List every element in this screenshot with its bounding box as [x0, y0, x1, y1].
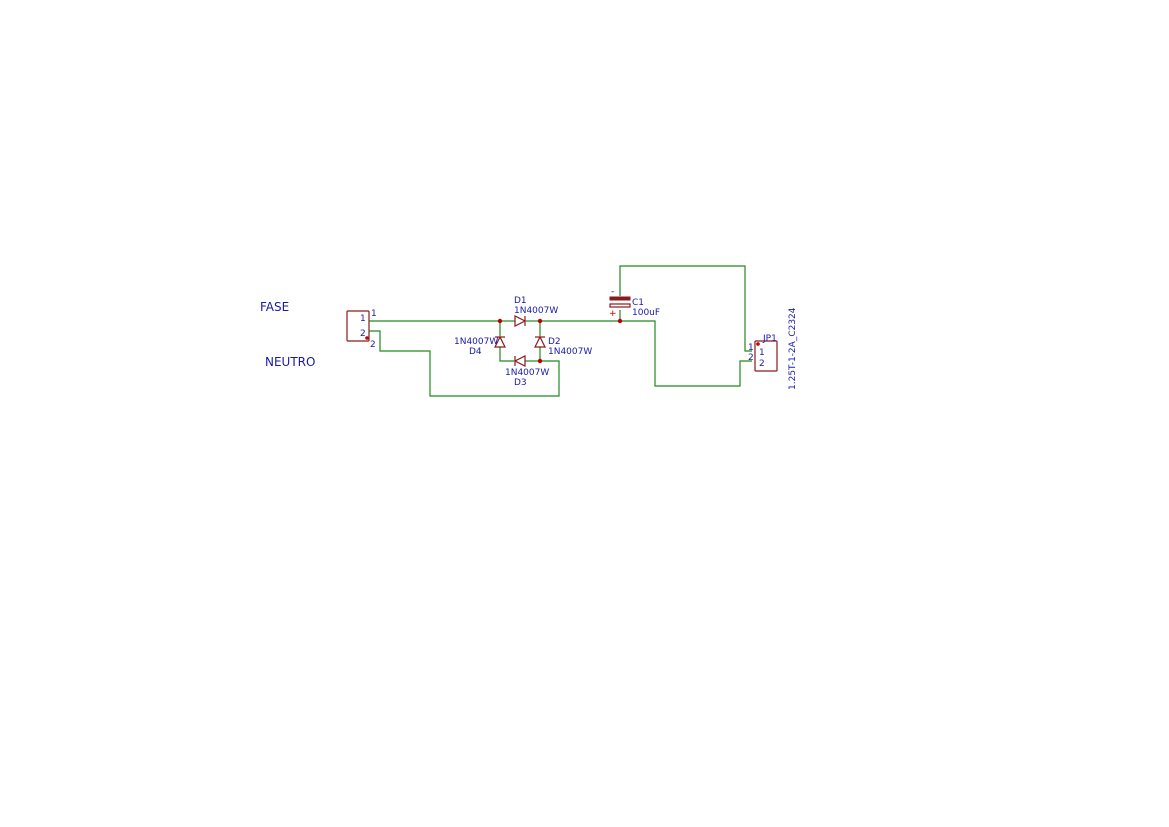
- capacitor-c1[interactable]: - + C1 100uF: [609, 287, 660, 319]
- capacitor-c1-value: 100uF: [632, 308, 660, 318]
- input-connector-pin1-label: 1: [360, 314, 366, 324]
- input-connector-pin2-label: 2: [360, 329, 366, 339]
- junction-d1-d2: [537, 318, 543, 324]
- output-connector-pin-marker: [756, 342, 760, 346]
- output-connector-jp1[interactable]: 1 2 1 2 JP1 1.25T-1-2A_C2324: [748, 307, 798, 390]
- capacitor-c1-ref: C1: [632, 298, 644, 308]
- net-label-fase: FASE: [260, 300, 289, 314]
- junctions: [497, 318, 623, 364]
- diode-d3-icon: [513, 355, 526, 367]
- diode-d3-ref: D3: [514, 378, 527, 388]
- diode-d2-icon: [534, 335, 546, 348]
- capacitor-c1-plus: +: [609, 309, 617, 319]
- diode-d3[interactable]: 1N4007W D3: [505, 355, 549, 388]
- junction-d1-d4: [497, 318, 503, 324]
- junction-cap: [617, 318, 623, 324]
- diode-d2-value: 1N4007W: [548, 347, 592, 357]
- diode-d1-icon: [514, 315, 527, 327]
- diode-d4-ref: D4: [469, 347, 482, 357]
- input-connector[interactable]: 1 2 1 2: [346, 309, 377, 350]
- input-connector-pin-marker: [365, 336, 369, 340]
- wire-positive-to-jp1: [620, 320, 752, 387]
- diode-d4-value: 1N4007W: [454, 337, 498, 347]
- input-connector-pin2-number: 2: [370, 340, 376, 350]
- wire-neutro: [369, 330, 560, 397]
- capacitor-c1-positive-plate: [609, 303, 631, 308]
- input-connector-body: [346, 310, 370, 342]
- diode-d3-value: 1N4007W: [505, 368, 549, 378]
- capacitor-c1-negative-plate: [609, 296, 631, 301]
- diode-d1-ref: D1: [514, 296, 527, 306]
- wire-d4-bottom: [499, 347, 514, 362]
- input-connector-pin1-number: 1: [371, 309, 377, 319]
- diode-d1[interactable]: D1 1N4007W: [514, 296, 558, 327]
- diode-d4-icon: [494, 335, 506, 348]
- output-connector-body: [754, 340, 778, 372]
- diode-d1-value: 1N4007W: [514, 306, 558, 316]
- diode-d4[interactable]: 1N4007W D4: [454, 335, 506, 357]
- output-connector-value: 1.25T-1-2A_C2324: [788, 307, 798, 390]
- output-connector-pin1-number: 1: [748, 343, 754, 353]
- output-connector-pin1-label: 1: [759, 348, 765, 358]
- wires: [369, 265, 752, 397]
- output-connector-pin2-number: 2: [748, 353, 754, 363]
- wire-cap-minus-to-jp1: [619, 265, 752, 352]
- output-connector-pin2-label: 2: [759, 359, 765, 369]
- output-connector-ref: JP1: [762, 334, 777, 344]
- diode-d2[interactable]: D2 1N4007W: [534, 335, 592, 357]
- net-label-neutro: NEUTRO: [265, 355, 315, 369]
- junction-d2-d3: [537, 358, 543, 364]
- diode-d2-ref: D2: [548, 337, 561, 347]
- capacitor-c1-minus: -: [611, 287, 614, 297]
